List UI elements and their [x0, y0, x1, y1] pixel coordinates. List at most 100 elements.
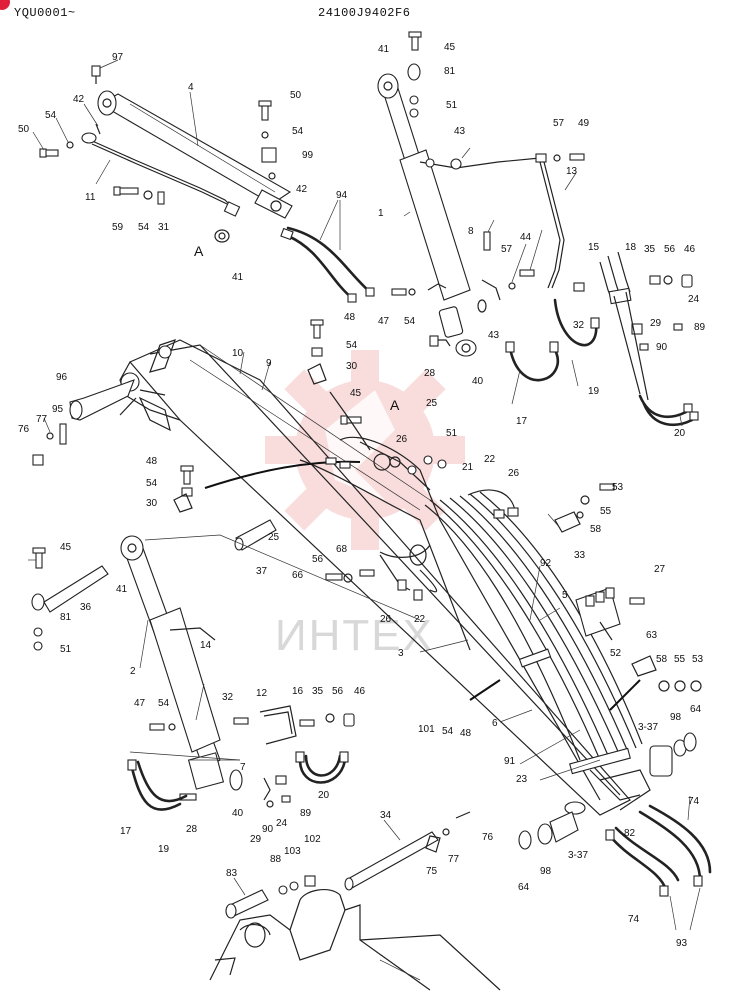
label-22: 22 — [414, 614, 426, 625]
label-66: 66 — [292, 570, 304, 581]
label-25: 25 — [268, 532, 280, 543]
label-56: 56 — [312, 554, 324, 565]
label-64: 64 — [518, 882, 530, 893]
label-98: 98 — [540, 866, 552, 877]
label-103: 103 — [284, 846, 301, 857]
label-4: 4 — [188, 82, 194, 93]
bottom-left-fasteners — [31, 547, 355, 808]
label-32: 32 — [573, 320, 585, 331]
label-28: 28 — [424, 368, 436, 379]
label-97: 97 — [112, 52, 124, 63]
label-41: 41 — [116, 584, 128, 595]
label-98: 98 — [670, 712, 682, 723]
label-54: 54 — [146, 478, 158, 489]
label-34: 34 — [380, 810, 392, 821]
label-54: 54 — [138, 222, 150, 233]
label-41: 41 — [378, 44, 390, 55]
label-45: 45 — [60, 542, 72, 553]
label-42: 42 — [296, 184, 308, 195]
label-41: 41 — [232, 272, 244, 283]
arm-cylinder — [81, 90, 293, 219]
label-48: 48 — [146, 456, 158, 467]
label-40: 40 — [472, 376, 484, 387]
label-77: 77 — [36, 414, 48, 425]
label-20: 20 — [674, 428, 686, 439]
label-48: 48 — [344, 312, 356, 323]
label-6: 6 — [492, 718, 498, 729]
label-64: 64 — [690, 704, 702, 715]
label-20: 20 — [318, 790, 330, 801]
label-22: 22 — [484, 454, 496, 465]
label-29: 29 — [650, 318, 662, 329]
label-81: 81 — [60, 612, 72, 623]
label-76: 76 — [18, 424, 30, 435]
header-left-code: YQU0001~ — [14, 6, 76, 20]
label-43: 43 — [454, 126, 466, 137]
label-74: 74 — [688, 796, 700, 807]
label-54: 54 — [346, 340, 358, 351]
label-54: 54 — [442, 726, 454, 737]
label-26: 26 — [396, 434, 408, 445]
label-68: 68 — [336, 544, 348, 555]
label-90: 90 — [262, 824, 274, 835]
label-54: 54 — [404, 316, 416, 327]
label-8: 8 — [468, 226, 474, 237]
drawing-number: 24100J9402F6 — [318, 6, 411, 20]
label-51: 51 — [60, 644, 72, 655]
boom-hoses-17-19 — [505, 298, 600, 382]
callout-a: A — [194, 243, 204, 259]
label-42: 42 — [73, 94, 85, 105]
label-37: 37 — [256, 566, 268, 577]
label-21: 21 — [462, 462, 474, 473]
label-59: 59 — [112, 222, 124, 233]
label-54: 54 — [45, 110, 57, 121]
label-49: 49 — [578, 118, 590, 129]
boom-cylinder — [377, 73, 541, 357]
label-43: 43 — [488, 330, 500, 341]
label-50: 50 — [18, 124, 30, 135]
label-89: 89 — [694, 322, 706, 333]
label-46: 46 — [354, 686, 366, 697]
label-11: 11 — [85, 192, 96, 203]
label-25: 25 — [426, 398, 438, 409]
label-51: 51 — [446, 428, 458, 439]
valve-group-top-right — [599, 251, 699, 427]
label-77: 77 — [448, 854, 460, 865]
label-30: 30 — [146, 498, 158, 509]
label-40: 40 — [232, 808, 244, 819]
label-32: 32 — [222, 692, 234, 703]
label-47: 47 — [378, 316, 390, 327]
label-13: 13 — [566, 166, 578, 177]
label-7: 7 — [240, 762, 246, 773]
label-88: 88 — [270, 854, 282, 865]
hose-94 — [280, 199, 375, 303]
bottom-pins — [225, 811, 471, 919]
label-96: 96 — [56, 372, 68, 383]
label-18: 18 — [625, 242, 637, 253]
label-45: 45 — [444, 42, 456, 53]
label-31: 31 — [158, 222, 170, 233]
label-9: 9 — [266, 358, 272, 369]
label-16: 16 — [292, 686, 304, 697]
label-53: 53 — [612, 482, 624, 493]
label-19: 19 — [158, 844, 170, 855]
label-74: 74 — [628, 914, 640, 925]
label-57: 57 — [553, 118, 565, 129]
label-14: 14 — [200, 640, 212, 651]
corner-marker — [0, 0, 10, 10]
label-2: 2 — [130, 666, 136, 677]
label-17: 17 — [120, 826, 132, 837]
label-17: 17 — [516, 416, 528, 427]
label-94: 94 — [336, 190, 348, 201]
hoses-17-19-lower — [127, 751, 349, 811]
label-51: 51 — [446, 100, 458, 111]
label-57: 57 — [501, 244, 513, 255]
label-3-37: 3-37 — [638, 722, 658, 733]
label-53: 53 — [692, 654, 704, 665]
small-fasteners-topleft — [39, 65, 277, 243]
valve-block-52 — [575, 587, 702, 692]
label-50: 50 — [290, 90, 302, 101]
label-35: 35 — [644, 244, 656, 255]
watermark-text: ИНТЕХ — [275, 611, 434, 660]
